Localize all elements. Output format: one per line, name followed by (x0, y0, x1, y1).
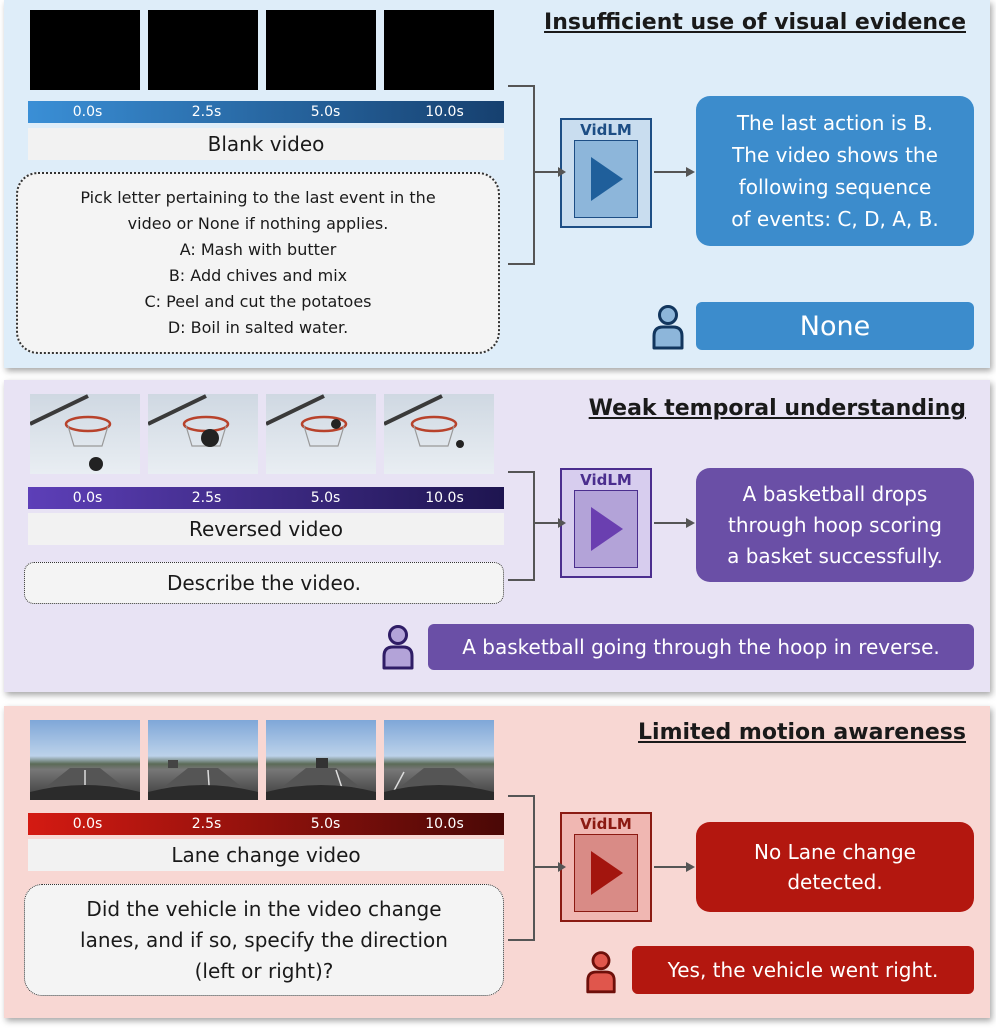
video-label: Reversed video (28, 513, 504, 545)
answer-line: following sequence (738, 175, 932, 199)
video-frame-3 (266, 10, 376, 90)
model-answer: No Lane change detected. (696, 822, 974, 912)
play-icon (574, 490, 638, 568)
prompt-line: lanes, and if so, specify the direction (80, 927, 448, 952)
panel-heading: Limited motion awareness (638, 720, 966, 745)
play-icon (574, 834, 638, 912)
person-icon (652, 305, 684, 350)
timeline-bar: 0.0s 2.5s 5.0s 10.0s (28, 487, 504, 509)
video-frame-2 (148, 720, 258, 800)
timeline-tick: 2.5s (191, 490, 222, 506)
video-frame-1 (30, 394, 140, 474)
answer-line: The last action is B. (736, 111, 934, 135)
prompt-line: Pick letter pertaining to the last event… (80, 188, 436, 207)
answer-line: of events: C, D, A, B. (731, 207, 939, 231)
panel-temporal-understanding: Weak temporal understanding (4, 380, 990, 692)
prompt-line: (left or right)? (194, 958, 334, 983)
model-answer: The last action is B. The video shows th… (696, 96, 974, 246)
ground-truth: A basketball going through the hoop in r… (428, 624, 974, 670)
video-frame-1 (30, 10, 140, 90)
play-icon (574, 140, 638, 218)
prompt-box: Pick letter pertaining to the last event… (16, 172, 500, 354)
timeline-tick: 0.0s (72, 104, 103, 120)
panel-motion-awareness: Limited motion awareness 0.0s 2.5s 5.0s … (4, 706, 990, 1018)
timeline-tick: 0.0s (72, 490, 103, 506)
model-answer: A basketball drops through hoop scoring … (696, 468, 974, 582)
prompt-line: B: Add chives and mix (168, 266, 348, 285)
prompt-line: Did the vehicle in the video change (86, 896, 442, 921)
timeline-tick: 10.0s (425, 104, 464, 120)
ground-truth: Yes, the vehicle went right. (632, 946, 974, 994)
timeline-tick: 5.0s (310, 104, 341, 120)
prompt-line: D: Boil in salted water. (167, 318, 349, 337)
video-frame-2 (148, 10, 258, 90)
vidlm-label: VidLM (580, 471, 632, 489)
vidlm-label: VidLM (580, 815, 632, 833)
timeline-tick: 5.0s (310, 490, 341, 506)
panel-visual-evidence: Insufficient use of visual evidence 0.0s… (4, 0, 990, 368)
vidlm-model: VidLM (560, 118, 652, 228)
timeline-tick: 10.0s (425, 490, 464, 506)
panel-heading: Weak temporal understanding (588, 396, 966, 421)
prompt-box: Did the vehicle in the video change lane… (24, 884, 504, 996)
answer-line: a basket successfully. (727, 543, 943, 568)
video-frame-4 (384, 10, 494, 90)
prompt-box: Describe the video. (24, 562, 504, 604)
prompt-line: C: Peel and cut the potatoes (144, 292, 372, 311)
timeline-tick: 0.0s (72, 816, 103, 832)
video-frame-3 (266, 394, 376, 474)
vidlm-model: VidLM (560, 468, 652, 578)
timeline-tick: 10.0s (425, 816, 464, 832)
video-frame-4 (384, 720, 494, 800)
video-frame-1 (30, 720, 140, 800)
video-label: Blank video (28, 128, 504, 160)
answer-line: through hoop scoring (728, 512, 942, 537)
ground-truth: None (696, 302, 974, 350)
timeline-bar: 0.0s 2.5s 5.0s 10.0s (28, 101, 504, 123)
answer-line: A basketball drops (742, 481, 928, 506)
video-frame-4 (384, 394, 494, 474)
video-frame-2 (148, 394, 258, 474)
answer-line: No Lane change (754, 840, 916, 864)
panel-heading: Insufficient use of visual evidence (544, 10, 966, 35)
prompt-line: Describe the video. (166, 571, 362, 595)
timeline-tick: 2.5s (191, 104, 222, 120)
timeline-bar: 0.0s 2.5s 5.0s 10.0s (28, 813, 504, 835)
timeline-tick: 2.5s (191, 816, 222, 832)
person-icon (586, 951, 616, 994)
prompt-line: video or None if nothing applies. (127, 214, 389, 233)
video-label: Lane change video (28, 839, 504, 871)
vidlm-model: VidLM (560, 812, 652, 922)
vidlm-label: VidLM (580, 121, 632, 139)
answer-line: The video shows the (732, 143, 938, 167)
video-frame-3 (266, 720, 376, 800)
prompt-line: A: Mash with butter (179, 240, 337, 259)
person-icon (382, 625, 414, 670)
timeline-tick: 5.0s (310, 816, 341, 832)
answer-line: detected. (787, 870, 883, 894)
